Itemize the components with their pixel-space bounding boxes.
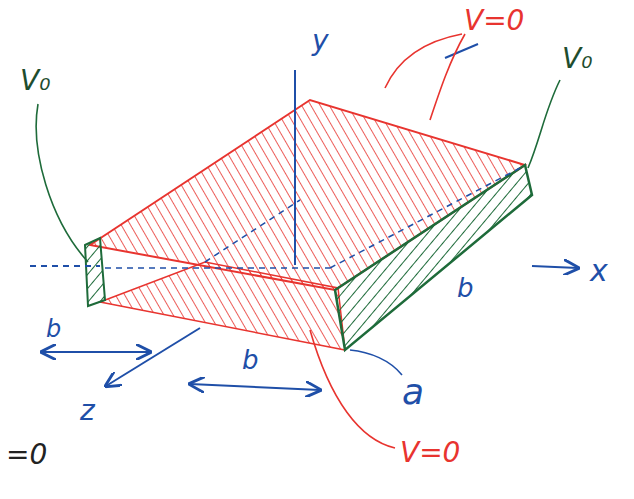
x-axis [30,265,100,267]
potential-label: V=0 [462,6,526,37]
potential-label: =0 [4,440,49,471]
leader-line [350,350,402,375]
leader-line [430,34,465,120]
dimension-label: b [44,316,63,342]
leader-line [528,80,560,168]
axis-stub [445,44,478,58]
z-axis [106,328,200,386]
axis-label: y [310,26,331,57]
dimension-arrow [42,351,150,353]
axis-label: z [78,396,97,427]
hidden-edge [105,168,520,268]
dimension-arrow [190,384,320,390]
potential-label: V₀ [560,44,594,75]
x-axis [532,266,578,268]
potential-label: V=0 [398,438,462,469]
dimension-label: a [400,372,426,412]
leader-line [310,330,395,448]
end-face [335,165,532,350]
potential-label: V₀ [18,66,52,97]
dimension-label: b [240,346,261,375]
leader-line [36,104,88,262]
y-axis [294,70,296,265]
leader-line [385,34,462,88]
end-face [85,238,105,306]
dimension-label: b [455,274,476,303]
top-plate [90,100,525,290]
axis-label: x [588,254,610,287]
